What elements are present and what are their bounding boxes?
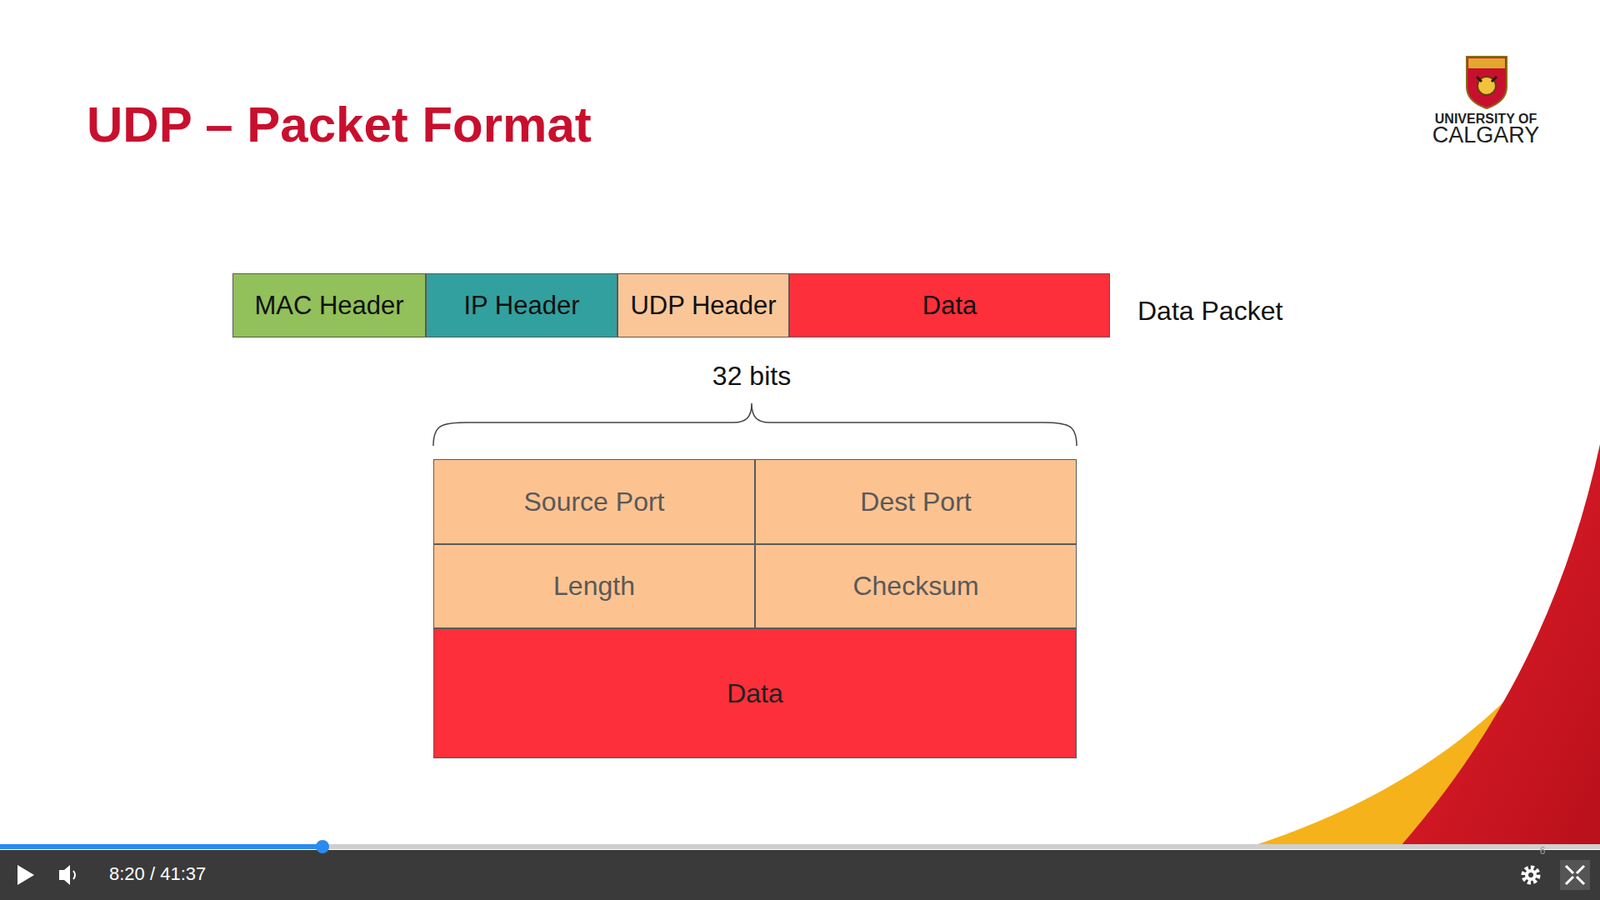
play-icon xyxy=(17,865,35,885)
field-label: UDP Header xyxy=(630,290,776,321)
progress-handle xyxy=(315,840,330,854)
field-label: Length xyxy=(553,570,635,602)
header-field: Length xyxy=(433,544,755,629)
red-swoosh xyxy=(1400,444,1600,847)
video-time: 8:20 / 41:37 xyxy=(109,863,206,885)
field-label: Checksum xyxy=(852,570,979,602)
volume-icon xyxy=(59,865,75,885)
progress-track xyxy=(0,844,1600,850)
header-field: Source Port xyxy=(433,459,755,545)
exit-fullscreen-icon xyxy=(1565,865,1585,885)
bit-width-brace xyxy=(433,403,1077,446)
progress-fill xyxy=(0,844,323,850)
data-box: Data xyxy=(789,273,1110,338)
header-field: Dest Port xyxy=(755,459,1077,545)
mac-header-box: MAC Header xyxy=(232,273,426,338)
field-label: Data xyxy=(922,290,977,321)
slide-number: 6 xyxy=(1540,845,1546,858)
header-field: Checksum xyxy=(755,544,1077,629)
university-shield xyxy=(1466,56,1507,109)
bit-width-label: 32 bits xyxy=(712,360,791,392)
logo-text: CALGARY xyxy=(1432,122,1540,149)
ip-header-box: IP Header xyxy=(425,273,618,338)
field-label: MAC Header xyxy=(254,290,404,321)
field-label: IP Header xyxy=(463,290,580,321)
udp-header-box: UDP Header xyxy=(617,273,790,338)
control-bar xyxy=(0,850,1600,900)
field-label: Dest Port xyxy=(860,486,971,518)
slide-title: UDP – Packet Format xyxy=(86,95,592,154)
field-label: Source Port xyxy=(524,486,665,518)
field-label: Data xyxy=(726,678,784,710)
fullscreen-button xyxy=(1560,860,1590,890)
payload-field: Data xyxy=(433,628,1077,759)
settings-icon xyxy=(1523,867,1539,883)
packet-caption: Data Packet xyxy=(1137,295,1283,327)
